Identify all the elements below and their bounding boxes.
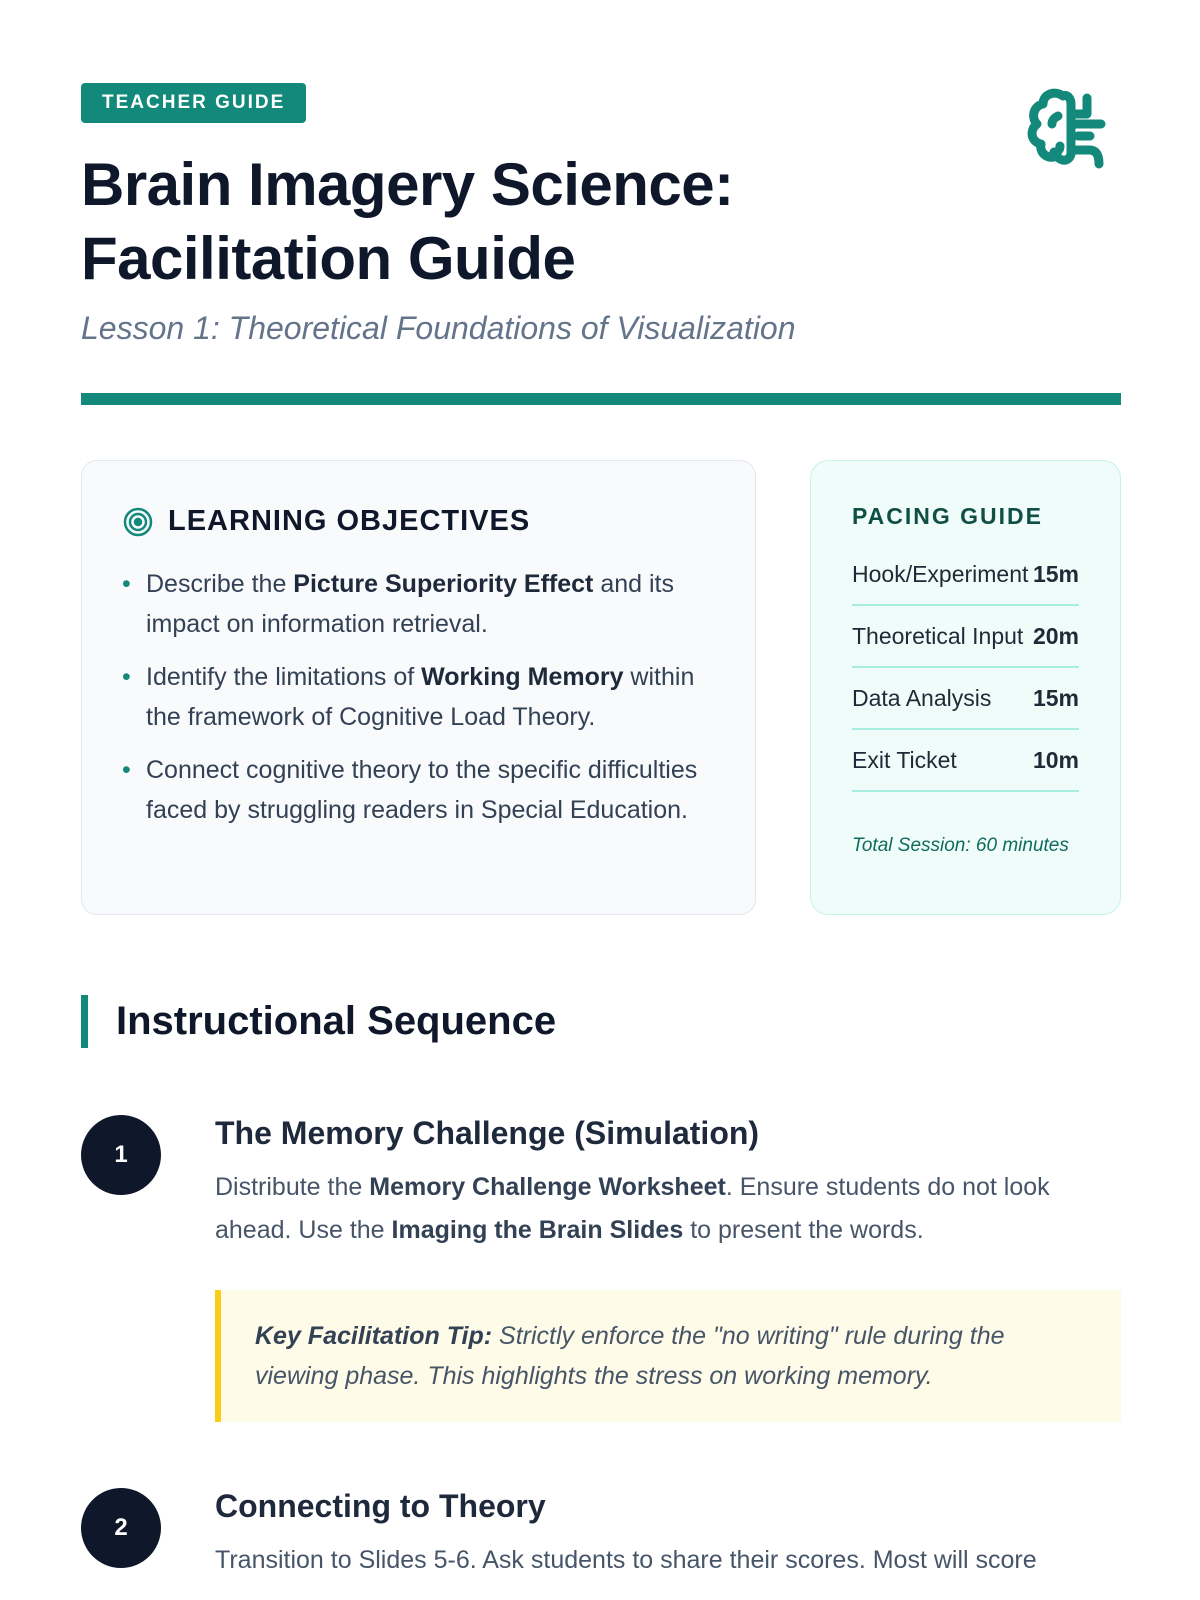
title-line-1: Brain Imagery Science: (81, 151, 734, 218)
total-session: Total Session: 60 minutes (852, 835, 1069, 856)
step-description: Distribute the Memory Challenge Workshee… (215, 1173, 1050, 1244)
page-title: Brain Imagery Science: Facilitation Guide (81, 148, 981, 296)
learning-objectives-card: LEARNING OBJECTIVES Describe the Picture… (81, 460, 756, 915)
title-line-2: Facilitation Guide (81, 225, 576, 292)
step-2: 2 Connecting to Theory Transition to Sli… (81, 1488, 1121, 1582)
step-1: 1 The Memory Challenge (Simulation) Dist… (81, 1115, 1121, 1422)
objective-item: Describe the Picture Superiority Effect … (122, 564, 715, 644)
target-icon (123, 507, 153, 536)
header-divider (81, 393, 1121, 405)
pacing-heading: PACING GUIDE (852, 503, 1043, 529)
section-heading: Instructional Sequence (81, 995, 556, 1048)
teacher-guide-badge: TEACHER GUIDE (81, 83, 307, 123)
step-number: 1 (81, 1115, 161, 1195)
objectives-heading: LEARNING OBJECTIVES (168, 505, 531, 537)
brain-circuit-icon (1027, 88, 1106, 169)
step-title: The Memory Challenge (Simulation) (215, 1115, 760, 1151)
objective-item: Identify the limitations of Working Memo… (122, 657, 715, 737)
step-title: Connecting to Theory (215, 1488, 546, 1524)
step-number: 2 (81, 1488, 161, 1568)
step-description: Transition to Slides 5-6. Ask students t… (215, 1546, 1037, 1574)
facilitation-tip: Key Facilitation Tip: Strictly enforce t… (215, 1290, 1121, 1422)
objective-item: Connect cognitive theory to the specific… (122, 750, 715, 830)
lesson-subtitle: Lesson 1: Theoretical Foundations of Vis… (81, 310, 796, 346)
